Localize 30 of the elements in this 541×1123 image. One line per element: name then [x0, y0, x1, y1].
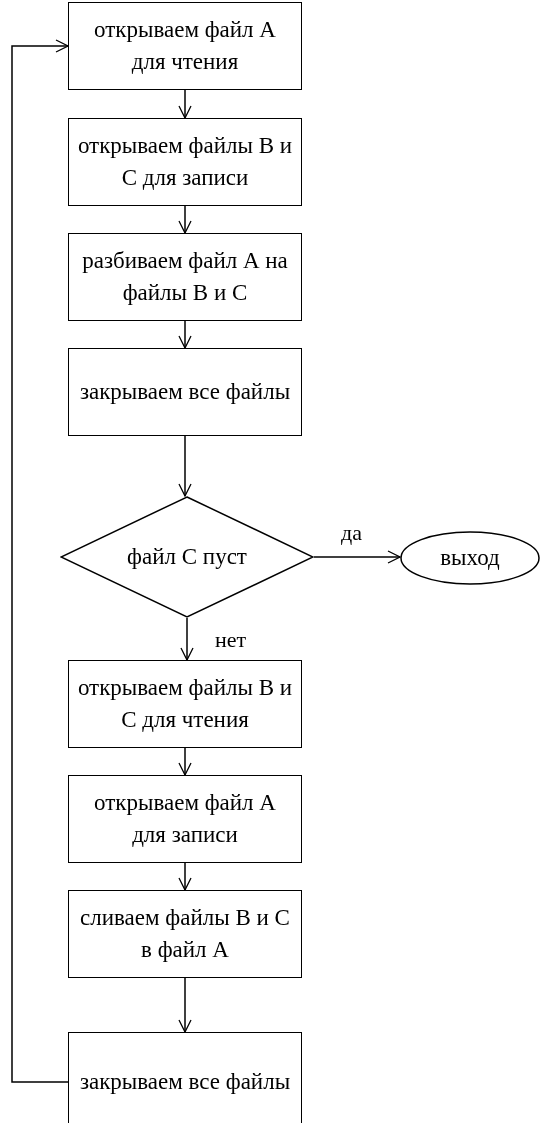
- decision-diamond: [60, 496, 314, 618]
- arrow: [11, 39, 69, 1083]
- node-text: выход: [439, 543, 501, 572]
- process-box: [68, 2, 302, 90]
- process-box: [68, 1032, 302, 1123]
- node-text: разбиваем файл А на файлы В и С: [81, 246, 289, 307]
- arrow: [313, 550, 401, 564]
- arrow: [178, 862, 192, 891]
- process-box: [68, 348, 302, 436]
- arrow: [178, 435, 192, 497]
- arrow: [178, 977, 192, 1033]
- arrow: [178, 205, 192, 234]
- process-box: [68, 118, 302, 206]
- arrow: [178, 747, 192, 776]
- node-text: открываем файлы В и С для записи: [76, 131, 294, 192]
- node-text: открываем файл А для записи: [93, 788, 277, 849]
- process-box: [68, 233, 302, 321]
- node-text: сливаем файлы В и С в файл А: [79, 903, 291, 964]
- node-text: закрываем все файлы: [78, 1067, 292, 1096]
- process-box: [68, 890, 302, 978]
- process-box: [68, 660, 302, 748]
- process-box: [68, 775, 302, 863]
- node-text: файл С пуст: [126, 542, 248, 571]
- node-text: открываем файл А для чтения: [93, 15, 277, 76]
- node-text: открываем файлы В и С для чтения: [76, 673, 294, 734]
- arrow: [178, 89, 192, 119]
- arrow: [180, 617, 194, 661]
- terminator-ellipse: [400, 531, 540, 585]
- arrow: [178, 320, 192, 349]
- node-text: закрываем все файлы: [78, 377, 292, 406]
